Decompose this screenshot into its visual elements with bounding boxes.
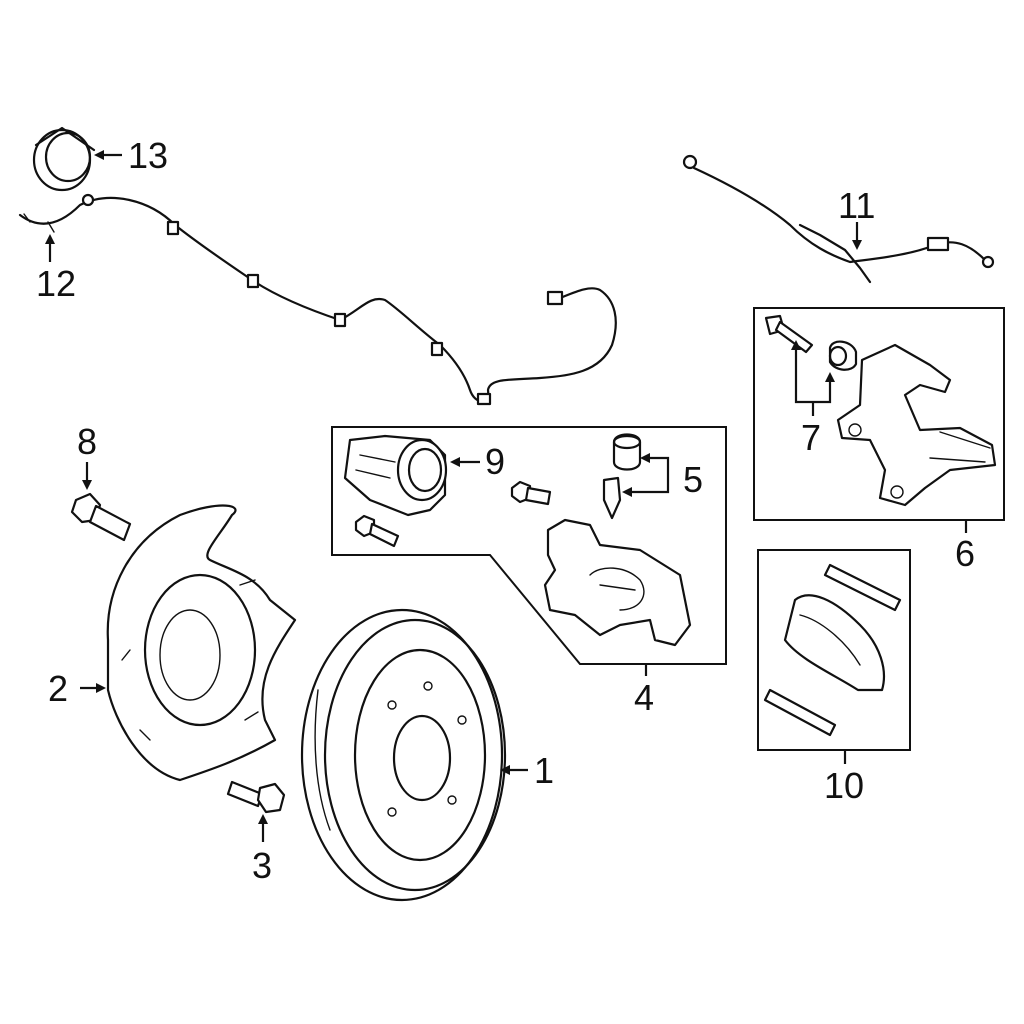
part-6-bracket (836, 343, 997, 507)
part-4-caliper-box (331, 426, 727, 665)
part-4-caliper-body (543, 518, 692, 647)
part-4-guide-bolt (354, 514, 400, 548)
part-4-caliper-bolt (510, 480, 552, 506)
callout-3: 3 (252, 845, 273, 886)
callout-9: 9 (485, 441, 506, 482)
callout-2: 2 (48, 668, 69, 709)
callout-6: 6 (955, 533, 976, 574)
callout-10: 10 (824, 765, 865, 806)
part-2-splash-shield (106, 504, 297, 782)
leader-lines (45, 150, 968, 842)
callout-11: 11 (838, 185, 876, 226)
part-13-dust-cap (32, 126, 96, 192)
part-12-abs-wire (18, 193, 617, 406)
part-10-pad-box (757, 549, 911, 751)
part-10-pad-clip-upper (823, 563, 902, 612)
part-1-rotor (300, 608, 507, 902)
part-3-bolt (226, 780, 286, 814)
callout-4: 4 (634, 677, 655, 718)
part-8-bolt (70, 492, 132, 542)
part-5-bleeder-cap (612, 433, 642, 471)
part-11-abs-wire (682, 154, 995, 284)
callout-5: 5 (683, 459, 704, 500)
part-10-pad-clip-lower (763, 688, 837, 737)
part-10-brake-pad (783, 594, 886, 692)
part-5-bleeder-screw (602, 476, 622, 520)
part-7-guide-pin (764, 314, 814, 354)
callout-13: 13 (128, 135, 169, 176)
callout-7: 7 (801, 417, 822, 458)
part-7-boot (828, 340, 858, 371)
callout-1: 1 (534, 750, 555, 791)
callout-8: 8 (77, 421, 98, 462)
part-9-caliper-housing (343, 434, 448, 517)
part-6-bracket-box (753, 307, 1005, 521)
callout-12: 12 (36, 263, 77, 304)
